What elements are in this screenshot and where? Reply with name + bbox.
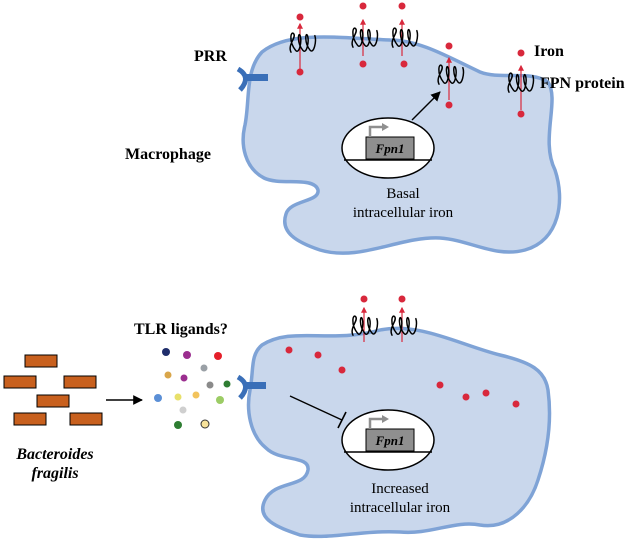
fpn-transporter-3 [391, 2, 419, 68]
iron-dot [462, 393, 470, 401]
iron-dot [400, 60, 408, 68]
iron-dot [285, 346, 293, 354]
iron-dot [398, 2, 406, 10]
iron-dot [359, 60, 367, 68]
bacteroides-fragilis-cells [3, 354, 103, 426]
iron-dot [338, 366, 346, 374]
promoter-arrow [368, 417, 384, 429]
fpn1-gene-box [365, 428, 415, 452]
prr-receptor-top [236, 66, 268, 92]
bacteria-label-line1: Bacteroides [15, 446, 93, 463]
fpn-transporter-2 [351, 2, 379, 68]
prr-receptor-bottom [236, 374, 266, 400]
fpn1-gene-label-bottom: Fpn1 [375, 433, 405, 448]
basal-label-line1: Basal [386, 186, 419, 202]
iron-dot [296, 68, 304, 76]
iron-dot [517, 110, 525, 118]
intracellular-iron [285, 346, 520, 408]
fpn-transporter-4 [437, 42, 465, 109]
fpn-protein-label: FPN protein [540, 75, 625, 92]
increased-label-line1: Increased [371, 481, 429, 497]
nucleus-top: Fpn1 [341, 117, 435, 179]
iron-dot [512, 400, 520, 408]
fpn-transporter-b1 [351, 295, 379, 342]
iron-label: Iron [534, 43, 564, 60]
iron-dot [359, 2, 367, 10]
iron-dot [360, 295, 368, 303]
iron-dot [398, 295, 406, 303]
iron-dot [445, 42, 453, 50]
fpn-transporter-b2 [390, 295, 418, 342]
iron-dot [517, 49, 525, 57]
fpn-transporter-1 [289, 13, 317, 76]
inhibition-arrow [289, 395, 347, 429]
iron-dot [445, 101, 453, 109]
bottom-panel: Fpn1 Increased intracellular iron TLR li… [3, 295, 552, 539]
basal-label-line2: intracellular iron [353, 205, 454, 221]
tlr-ligand-particles [154, 348, 231, 429]
iron-dot [314, 351, 322, 359]
activation-arrow [411, 91, 441, 121]
macrophage-label: Macrophage [125, 146, 211, 163]
fpn1-gene-label: Fpn1 [375, 141, 405, 156]
promoter-arrow [368, 125, 384, 137]
top-panel: PRR [125, 2, 625, 255]
fpn1-gene-box [365, 136, 415, 160]
nucleus-bottom: Fpn1 [341, 409, 435, 471]
fpn-transporter-5 [507, 49, 535, 118]
iron-dot [482, 389, 490, 397]
iron-dot [436, 381, 444, 389]
prr-label: PRR [194, 48, 227, 65]
bacteria-label-line2: fragilis [31, 465, 78, 482]
tlr-ligands-label: TLR ligands? [134, 321, 228, 338]
iron-dot [296, 13, 304, 21]
increased-label-line2: intracellular iron [350, 500, 451, 516]
